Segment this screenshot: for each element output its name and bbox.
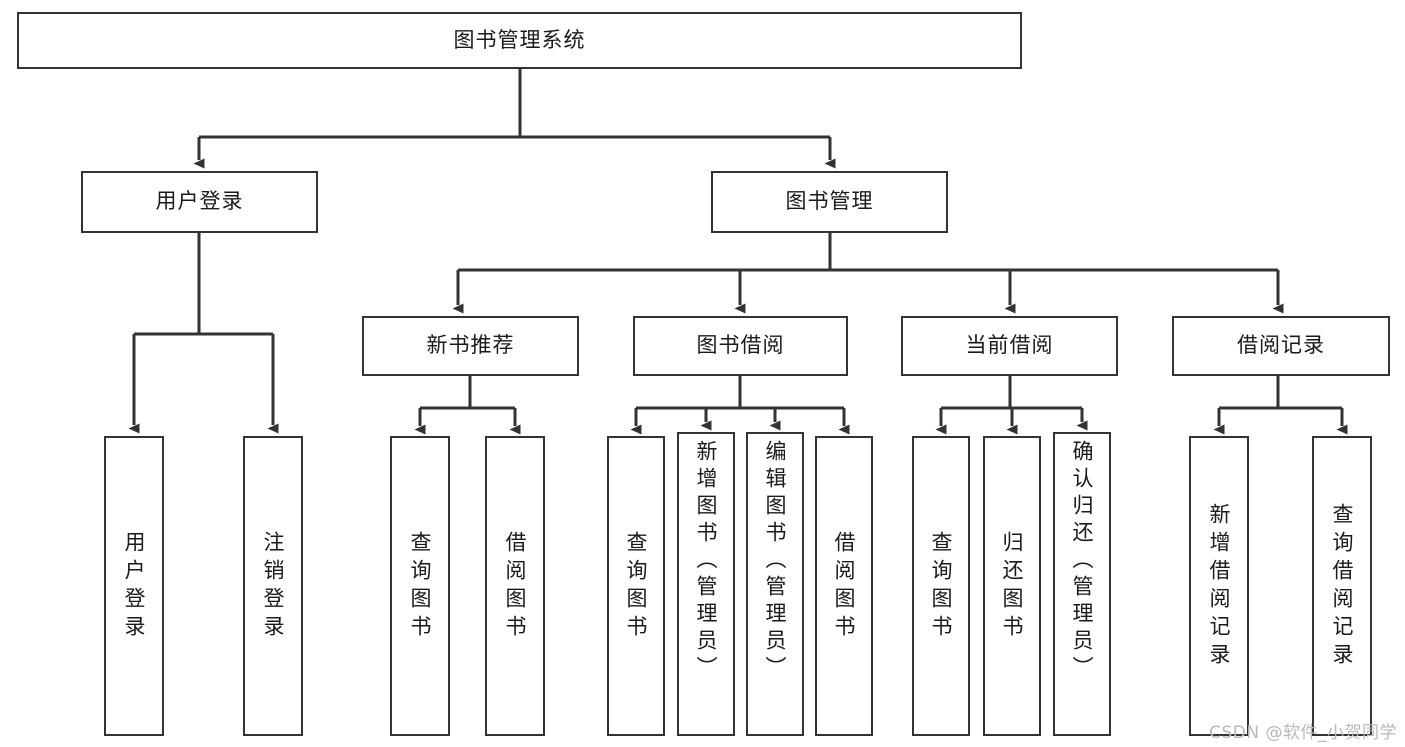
- node-current-borrow[interactable]: 当前借阅: [901, 316, 1118, 376]
- node-book-borrow[interactable]: 图书借阅: [633, 316, 848, 376]
- leaf-user-login[interactable]: 用户登录: [104, 436, 164, 736]
- node-borrow-record[interactable]: 借阅记录: [1172, 316, 1390, 376]
- leaf-newbook-query-book[interactable]: 查询图书: [390, 436, 450, 736]
- leaf-current-confirm-return-admin[interactable]: 确认归还（管理员）: [1053, 432, 1111, 736]
- watermark: CSDN @软件_小贺同学: [1209, 723, 1397, 743]
- leaf-borrow-borrow-book[interactable]: 借阅图书: [815, 436, 873, 736]
- leaf-record-add-record-label: 新增借阅记录: [1207, 503, 1232, 671]
- leaf-current-return-book[interactable]: 归还图书: [983, 436, 1041, 736]
- leaf-borrow-query-book[interactable]: 查询图书: [607, 436, 665, 736]
- leaf-current-query-book-label: 查询图书: [929, 531, 954, 643]
- leaf-record-add-record[interactable]: 新增借阅记录: [1189, 436, 1249, 736]
- leaf-borrow-add-book-admin-label: 新增图书（管理员）: [694, 440, 719, 683]
- leaf-borrow-edit-book-admin-label: 编辑图书（管理员）: [763, 440, 788, 683]
- node-root[interactable]: 图书管理系统: [17, 12, 1022, 69]
- leaf-current-query-book[interactable]: 查询图书: [912, 436, 970, 736]
- leaf-borrow-query-book-label: 查询图书: [624, 531, 649, 643]
- leaf-user-login-label: 用户登录: [122, 531, 147, 643]
- leaf-user-logout-label: 注销登录: [261, 531, 286, 643]
- node-borrow-record-label: 借阅记录: [1237, 333, 1325, 358]
- leaf-current-confirm-return-admin-label: 确认归还（管理员）: [1070, 440, 1095, 683]
- node-current-borrow-label: 当前借阅: [965, 333, 1054, 358]
- node-book-borrow-label: 图书借阅: [696, 333, 785, 358]
- node-root-label: 图书管理系统: [453, 27, 586, 52]
- leaf-borrow-borrow-book-label: 借阅图书: [832, 531, 857, 643]
- leaf-record-query-record-label: 查询借阅记录: [1330, 503, 1355, 671]
- node-book-management-label: 图书管理: [785, 189, 874, 214]
- leaf-user-logout[interactable]: 注销登录: [243, 436, 303, 736]
- node-new-book-recommend[interactable]: 新书推荐: [362, 316, 579, 376]
- leaf-record-query-record[interactable]: 查询借阅记录: [1312, 436, 1372, 736]
- leaf-borrow-add-book-admin[interactable]: 新增图书（管理员）: [677, 432, 735, 736]
- node-user-login-module-label: 用户登录: [155, 189, 244, 214]
- node-new-book-recommend-label: 新书推荐: [426, 333, 515, 358]
- leaf-newbook-query-book-label: 查询图书: [408, 531, 433, 643]
- leaf-newbook-borrow-book-label: 借阅图书: [503, 531, 528, 643]
- node-book-management[interactable]: 图书管理: [711, 171, 948, 233]
- leaf-current-return-book-label: 归还图书: [1000, 531, 1025, 643]
- leaf-newbook-borrow-book[interactable]: 借阅图书: [485, 436, 545, 736]
- leaf-borrow-edit-book-admin[interactable]: 编辑图书（管理员）: [746, 432, 804, 736]
- node-user-login-module[interactable]: 用户登录: [81, 171, 318, 233]
